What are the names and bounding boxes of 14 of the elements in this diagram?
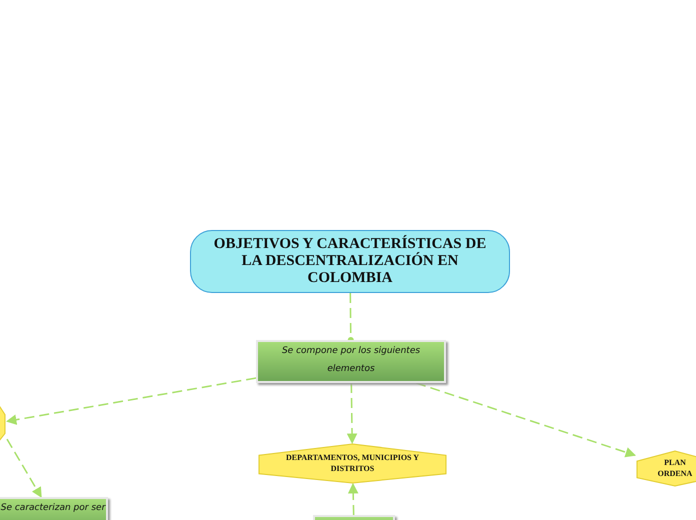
node-text: PLAN ORDENA	[656, 458, 694, 480]
node-text: OBJETIVOS Y CARACTERÍSTICAS DE LA DESCENTRALIZACIÓN EN COLOMBIA	[212, 236, 488, 288]
node-text: Se compone por los siguientes elementos	[280, 345, 422, 376]
connector-arrow	[416, 382, 636, 458]
topic-shape	[635, 450, 696, 487]
connector-arrow	[6, 377, 256, 425]
node-text: DEPARTAMENTOS, MUNICIPIOS Y DISTRITOS	[285, 452, 420, 474]
connector-arrow	[346, 382, 358, 444]
connector-arrow	[348, 482, 358, 516]
node-text: Se caracterizan por ser	[0, 502, 106, 515]
subtopic-box	[256, 340, 446, 383]
connector-arrow	[6, 438, 42, 498]
topic-shape	[257, 443, 448, 484]
title-box	[190, 230, 510, 293]
